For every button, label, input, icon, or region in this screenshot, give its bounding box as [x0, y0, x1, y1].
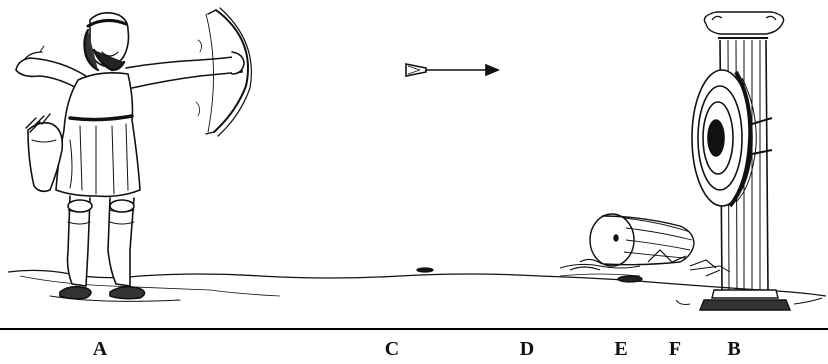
fallen-column-icon [570, 214, 694, 270]
point-label-a: A [93, 338, 107, 360]
point-label-c: C [385, 338, 399, 360]
point-label-e: E [614, 338, 627, 360]
point-label-f: F [669, 338, 681, 360]
point-label-b: B [727, 338, 740, 360]
archer-icon [16, 13, 244, 301]
arrow-icon [406, 64, 498, 76]
point-label-d: D [520, 338, 534, 360]
